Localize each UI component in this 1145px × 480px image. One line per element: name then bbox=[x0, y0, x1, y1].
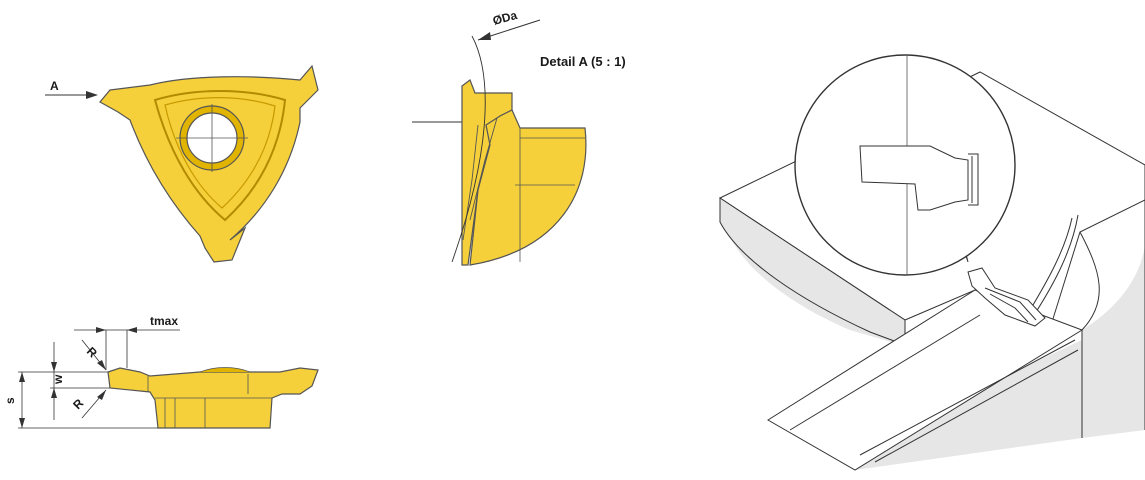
insert-top-inner-ring bbox=[164, 97, 276, 209]
s-label: s bbox=[3, 397, 17, 404]
diameter-arrow-head bbox=[478, 32, 491, 40]
holder-bar-line-2 bbox=[859, 339, 1076, 456]
detail-holder bbox=[469, 109, 587, 266]
block-groove bbox=[1029, 217, 1073, 311]
view-arrow-head bbox=[86, 91, 98, 99]
tool-insert-detail bbox=[984, 287, 1037, 321]
radius-bottom-label: R bbox=[70, 396, 86, 412]
s-arrow-bottom bbox=[19, 418, 25, 428]
tmax-arrow-left bbox=[96, 327, 106, 333]
tmax-label: tmax bbox=[150, 314, 178, 328]
w-label: w bbox=[51, 374, 65, 385]
magnifier-insert-tip bbox=[968, 153, 979, 206]
diameter-label: ØDa bbox=[491, 8, 519, 28]
s-arrow-top bbox=[19, 372, 25, 382]
holder-bar-line-1 bbox=[789, 314, 981, 431]
view-arrow-label: A bbox=[50, 79, 59, 93]
detail-insert-flank bbox=[469, 117, 498, 221]
tmax-arrow-right bbox=[127, 327, 137, 333]
radius-top-arrow bbox=[97, 360, 106, 370]
workpiece-shade-right bbox=[1082, 245, 1145, 438]
workpiece-shade-bottom bbox=[855, 340, 1082, 470]
detail-a-view: ØDa Detail A (5 : 1) bbox=[412, 8, 626, 266]
diameter-arc bbox=[451, 35, 486, 263]
tool-insert-detail-2 bbox=[989, 293, 1029, 323]
magnifier-insert bbox=[859, 145, 969, 211]
insert-top-view: A bbox=[45, 64, 319, 263]
w-arrow-top bbox=[51, 362, 57, 372]
w-arrow-bottom bbox=[51, 388, 57, 398]
block-left-face bbox=[719, 197, 906, 346]
block-groove-2 bbox=[1035, 214, 1079, 313]
block-right-arc bbox=[1079, 231, 1100, 331]
workpiece-illustration bbox=[718, 54, 1145, 471]
side-chip-groove bbox=[199, 367, 251, 373]
holder-bar-line-3 bbox=[874, 349, 1079, 463]
radius-bottom-arrow bbox=[97, 390, 106, 400]
insert-side-view: tmax R R w s bbox=[3, 314, 319, 429]
radius-top-label: R bbox=[84, 344, 100, 360]
insert-top-facet bbox=[153, 90, 287, 222]
detail-title: Detail A (5 : 1) bbox=[540, 54, 626, 69]
